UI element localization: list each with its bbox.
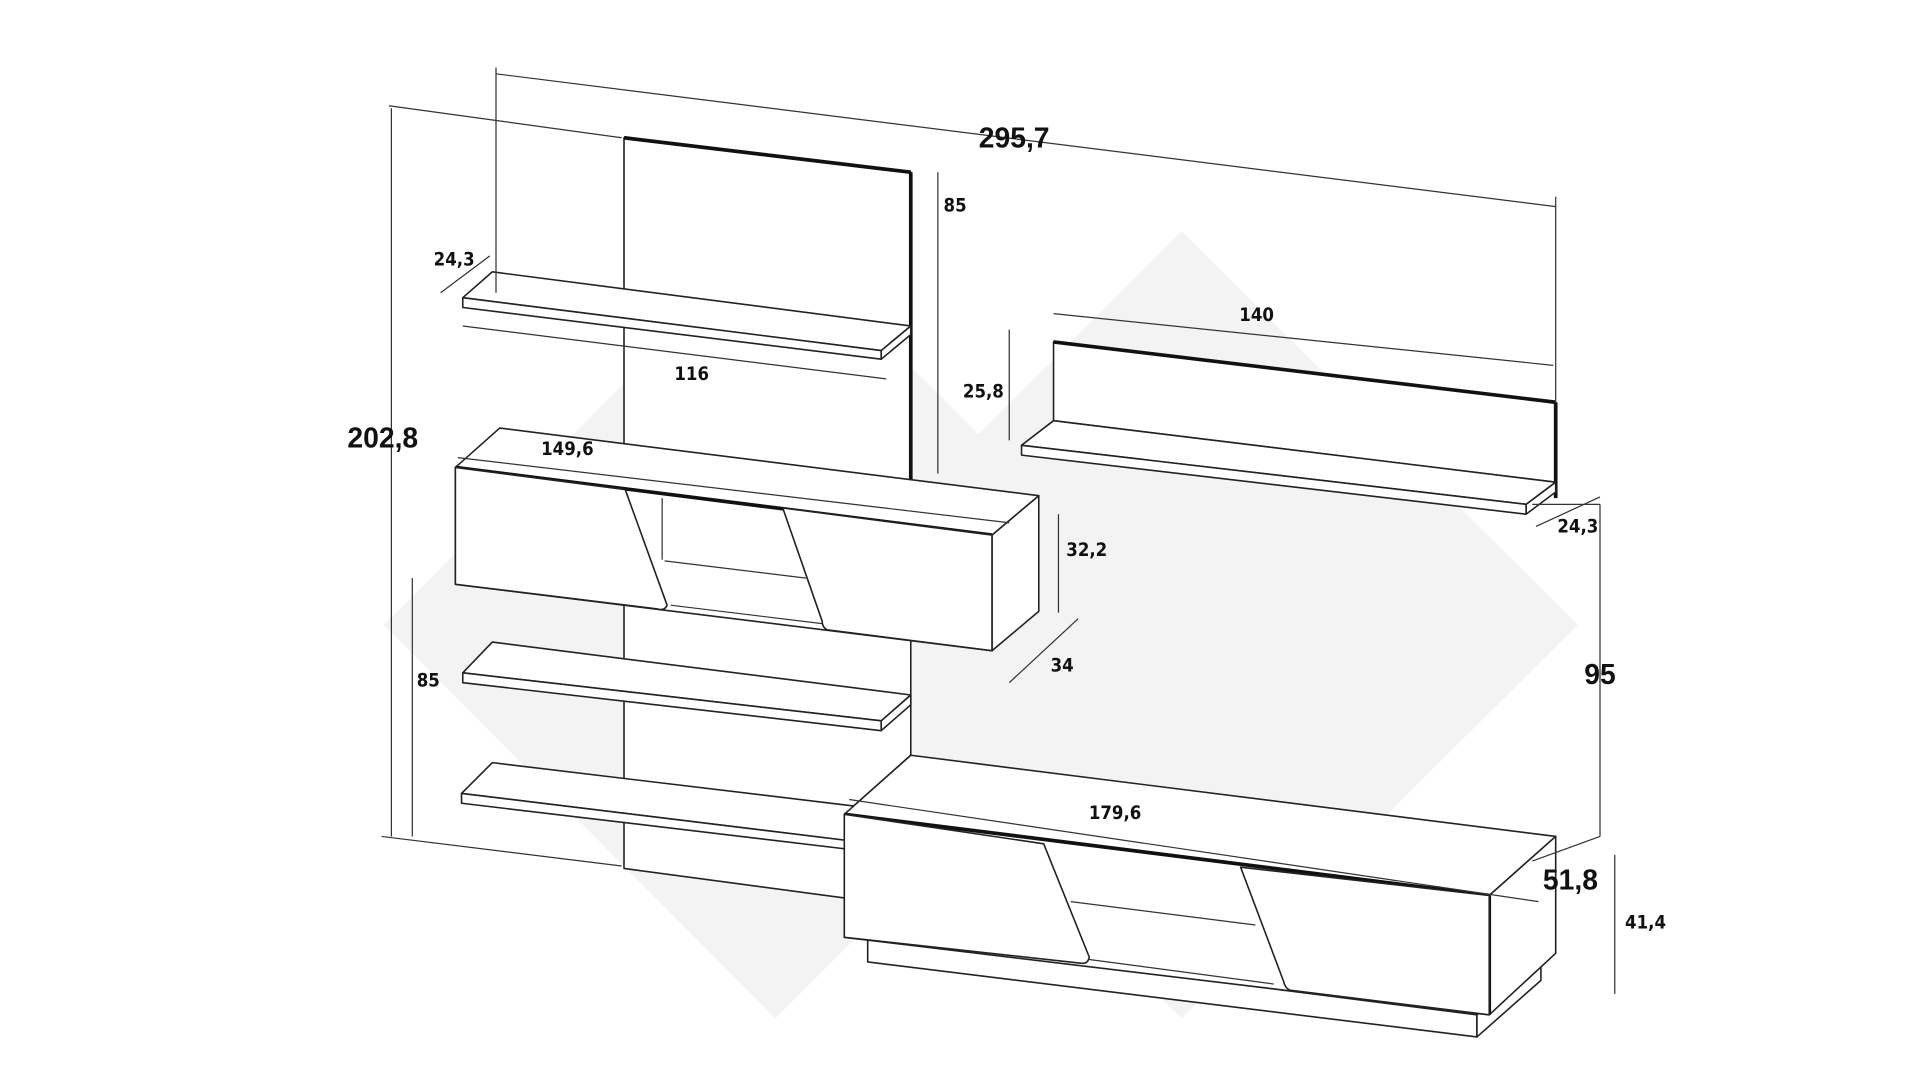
- dim-tv-unit-width: 179,6: [1089, 803, 1141, 824]
- bottom-shelf: [460, 761, 863, 850]
- dim-back-panel-height: 85: [944, 196, 967, 217]
- dim-wall-cabinet-height: 32,2: [1066, 540, 1107, 561]
- middle-shelf: [461, 641, 912, 732]
- dim-right-shelf-width: 140: [1239, 305, 1274, 326]
- dim-right-shelf-height: 25,8: [963, 381, 1004, 402]
- dim-total-width: 295,7: [979, 122, 1050, 154]
- dim-tv-unit-depth: 51,8: [1543, 863, 1598, 895]
- right-wall-shelf: [1020, 340, 1558, 515]
- dim-tv-unit-height: 41,4: [1625, 913, 1666, 934]
- left-door: [454, 466, 668, 611]
- dim-right-shelf-depth: 24,3: [1557, 517, 1598, 538]
- dim-wall-cabinet-width: 149,6: [541, 439, 593, 460]
- dimension-lines: [381, 67, 1616, 994]
- dim-left-shelf-depth: 24,3: [434, 250, 475, 271]
- tv-right-door: [1239, 866, 1491, 1016]
- right-door: [781, 507, 993, 652]
- dim-lower-panel-height: 85: [417, 670, 440, 691]
- tv-left-door: [843, 813, 1091, 965]
- tv-unit: [843, 754, 1557, 1038]
- dim-wall-cabinet-depth: 34: [1051, 656, 1074, 677]
- dim-left-shelf-width: 116: [674, 364, 709, 385]
- dim-total-height: 202,8: [347, 422, 418, 454]
- wall-cabinet: [454, 427, 1040, 652]
- top-left-shelf: [461, 271, 912, 360]
- dim-mount-height: 95: [1584, 658, 1615, 690]
